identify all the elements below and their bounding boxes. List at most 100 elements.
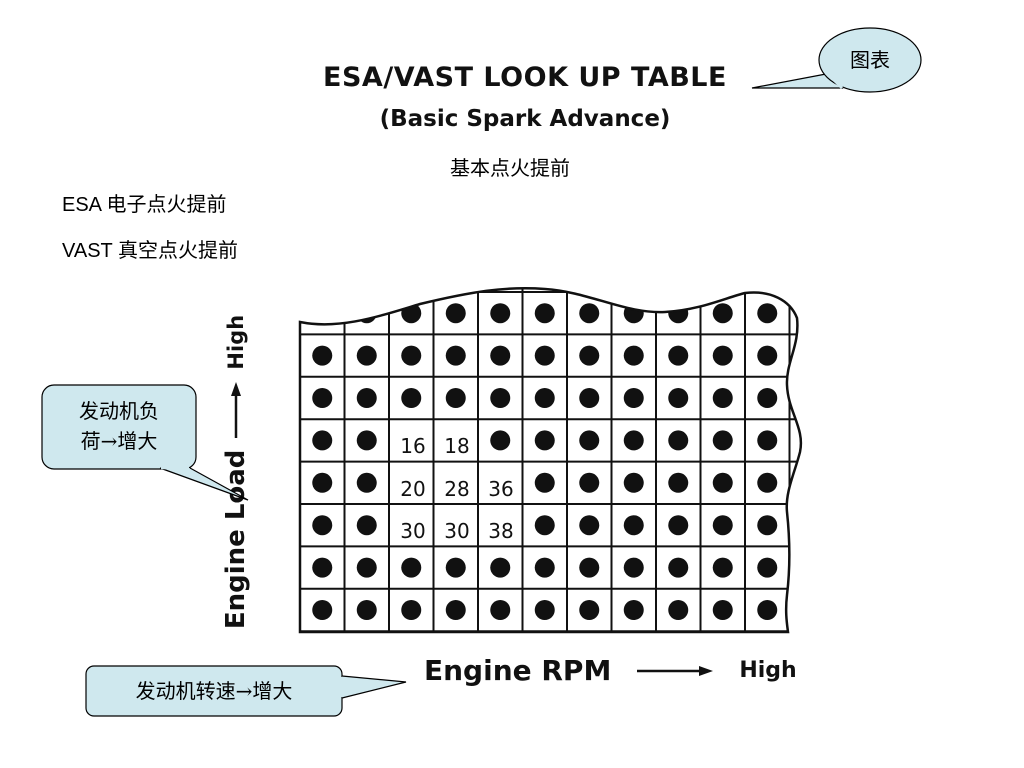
grid-cell-dot (445, 345, 466, 366)
grid-cell-dot (312, 303, 333, 324)
cell-value-r5c3: 30 (444, 519, 469, 543)
grid-cell-dot (579, 345, 600, 366)
grid-cell-dot (668, 472, 689, 493)
grid-cell-dot (623, 557, 644, 578)
y-axis-label: Engine Load High (216, 302, 256, 642)
grid-cell-dot (490, 430, 511, 451)
grid-cell-dot (445, 303, 466, 324)
grid-cell-dot (757, 345, 778, 366)
grid-cell-dot (445, 388, 466, 408)
y-axis-arrow-icon (231, 381, 241, 438)
grid-cell-dot (579, 472, 600, 493)
grid-cell-dot (356, 472, 377, 493)
grid-cell-dot (668, 303, 689, 324)
grid-cell-dot (356, 557, 377, 578)
grid-cell-dot (712, 345, 733, 366)
grid-cell-dot (401, 345, 422, 366)
grid-cell-dot (623, 430, 644, 451)
grid-cell-dot (312, 557, 333, 578)
cell-value-r5c4: 38 (488, 519, 513, 543)
grid-cell-dot (534, 472, 555, 493)
grid-cell-dot (445, 600, 466, 620)
grid-cell-dot (712, 515, 733, 536)
grid-cell-dot (312, 472, 333, 493)
note-esa: ESA 电子点火提前 (62, 188, 226, 217)
grid-cell-dot (356, 600, 377, 620)
x-axis-arrow-icon (637, 665, 714, 676)
grid-cell-dot (668, 557, 689, 578)
grid-cell-dot (623, 600, 644, 620)
grid-cell-dot (712, 557, 733, 578)
grid-cell-dot (312, 388, 333, 408)
grid-cell-dot (534, 345, 555, 366)
x-axis-title: Engine RPM (424, 654, 612, 687)
grid-cell-dot (312, 600, 333, 620)
grid-cell-dot (356, 430, 377, 451)
cell-value-r3c2: 16 (400, 434, 425, 458)
figure-subtitle: (Basic Spark Advance) (379, 106, 671, 132)
grid-cell-dot (623, 515, 644, 536)
grid-cell-dot (534, 557, 555, 578)
grid-cell-dot (623, 472, 644, 493)
note-esa-abbr: ESA (62, 194, 101, 216)
grid-cell-dot (534, 600, 555, 620)
cell-value-r3c3: 18 (444, 434, 469, 458)
note-vast: VAST 真空点火提前 (62, 234, 238, 263)
grid-cell-dot (668, 388, 689, 408)
grid-cell-dot (356, 515, 377, 536)
grid-cell-dot (712, 472, 733, 493)
grid-cell-dot (312, 345, 333, 366)
grid-cell-dot (668, 345, 689, 366)
grid-cell-dot (490, 388, 511, 408)
grid-cell-dot (312, 515, 333, 536)
grid-cell-dot (579, 557, 600, 578)
grid-cell-dot (579, 430, 600, 451)
grid-cell-dot (534, 430, 555, 451)
grid-cell-dot (668, 515, 689, 536)
grid-cell-dot (757, 600, 778, 620)
grid-cell-dot (668, 600, 689, 620)
grid-cell-dot (712, 303, 733, 324)
grid-cell-dot (579, 303, 600, 324)
grid-cell-dot (579, 600, 600, 620)
y-axis-high: High (224, 314, 248, 370)
grid-cell-dot (757, 557, 778, 578)
grid-cell-dot (712, 430, 733, 451)
grid-cell-dot (579, 515, 600, 536)
note-vast-abbr: VAST (62, 240, 113, 262)
grid-cell-dot (712, 388, 733, 408)
grid-cell-dot (490, 557, 511, 578)
grid-cell-dot (623, 303, 644, 324)
cell-value-r4c2: 20 (400, 477, 425, 501)
grid-cell-dot (401, 557, 422, 578)
grid-cell-dot (312, 430, 333, 451)
grid-cell-dot (757, 303, 778, 324)
grid-cell-dot (757, 472, 778, 493)
grid-cell-dot (401, 600, 422, 620)
grid-cell-dot (401, 388, 422, 408)
grid-cell-dot (712, 600, 733, 620)
grid-cell-dot (356, 345, 377, 366)
grid-cell-dot (757, 430, 778, 451)
cell-value-r4c4: 36 (488, 477, 513, 501)
x-axis-label: Engine RPM High (424, 654, 797, 687)
cell-value-r4c3: 28 (444, 477, 469, 501)
figure-title-cn: 基本点火提前 (450, 156, 570, 180)
grid-cell-dot (623, 388, 644, 408)
grid-cell-dot (757, 388, 778, 408)
y-axis-title: Engine Load (221, 449, 251, 630)
grid-cell-dot (534, 515, 555, 536)
table-torn-border (298, 286, 803, 634)
grid-cell-dot (490, 303, 511, 324)
grid-cell-dot (445, 557, 466, 578)
grid-cell-dot (490, 600, 511, 620)
grid-cell-dot (579, 388, 600, 408)
x-axis-high: High (739, 658, 797, 683)
note-vast-text: 真空点火提前 (117, 238, 238, 262)
figure-title: ESA/VAST LOOK UP TABLE (323, 62, 727, 93)
grid-cell-dot (623, 345, 644, 366)
note-esa-text: 电子点火提前 (106, 192, 227, 216)
grid-cell-dot (534, 303, 555, 324)
grid-cell-dot (356, 388, 377, 408)
